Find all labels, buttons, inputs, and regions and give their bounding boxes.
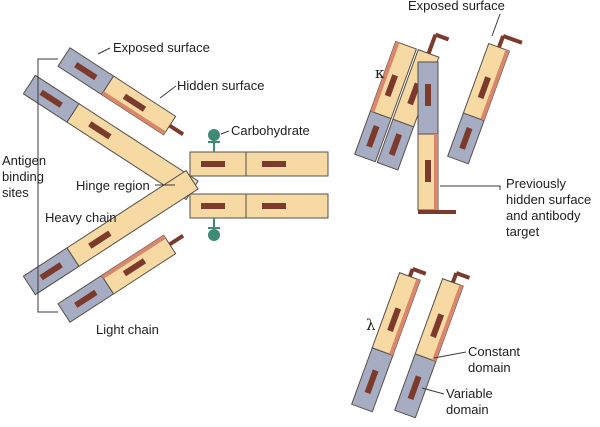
label-variable-1: Variable xyxy=(446,386,493,401)
leader-exposed-right xyxy=(491,13,501,37)
carbohydrate-upper xyxy=(208,129,220,152)
fab-upper-arm xyxy=(22,47,199,201)
label-previously-3: and antibody xyxy=(506,208,581,223)
leader-hidden xyxy=(159,85,177,99)
antigen-bracket xyxy=(37,58,58,313)
label-lambda: λ xyxy=(366,316,376,334)
leader-variable xyxy=(421,387,445,395)
label-constant-2: domain xyxy=(468,360,511,375)
label-hidden-surface: Hidden surface xyxy=(177,78,264,93)
label-previously-1: Previously xyxy=(506,176,566,191)
kappa-chain-right xyxy=(447,34,523,165)
kappa-group xyxy=(354,13,523,214)
leader-previously-hidden xyxy=(440,185,501,190)
label-variable-2: domain xyxy=(446,402,489,417)
label-previously-4: target xyxy=(506,224,540,239)
carbohydrate-lower xyxy=(208,218,220,241)
label-light-chain: Light chain xyxy=(96,322,159,337)
lambda-chain-left xyxy=(351,267,427,413)
label-exposed-surface-left: Exposed surface xyxy=(113,40,210,55)
lambda-chain-right xyxy=(394,271,471,419)
label-antigen-1: Antigen xyxy=(2,153,46,168)
label-hinge-region: Hinge region xyxy=(76,178,150,193)
fc-lower-stem xyxy=(189,193,329,219)
label-antigen-2: binding xyxy=(2,169,44,184)
label-previously-2: hidden surface xyxy=(506,192,591,207)
leader-exposed-left xyxy=(97,47,111,55)
label-antigen-3: sites xyxy=(2,185,29,200)
label-constant-1: Constant xyxy=(468,344,520,359)
leader-constant xyxy=(433,351,467,359)
fab-lower-arm xyxy=(22,169,199,323)
leader-carbohydrate xyxy=(220,130,230,135)
lambda-group xyxy=(351,267,471,419)
label-kappa: κ xyxy=(375,64,385,82)
label-carbohydrate: Carbohydrate xyxy=(231,123,310,138)
label-exposed-surface-right: Exposed surface xyxy=(408,0,505,13)
antibody-structure xyxy=(22,47,329,323)
label-heavy-chain: Heavy chain xyxy=(45,210,117,225)
kappa-chain-vertical xyxy=(417,61,456,214)
fc-upper-stem xyxy=(189,151,329,177)
